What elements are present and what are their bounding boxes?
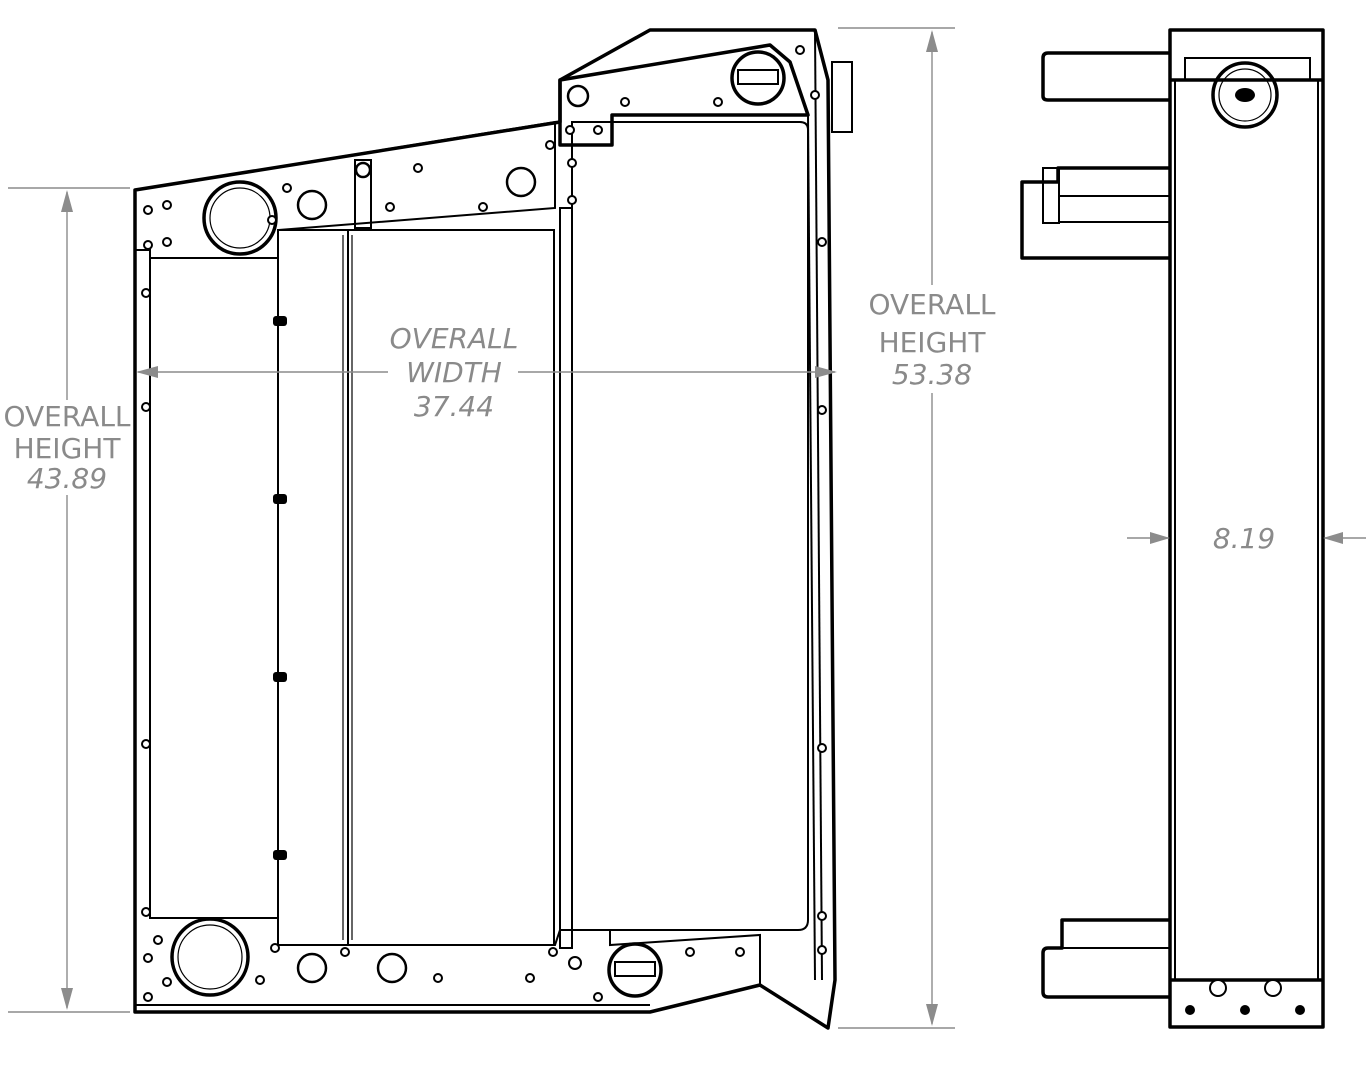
right-height-label-1: OVERALL — [868, 288, 995, 321]
stud — [354, 159, 372, 229]
mount-lug — [505, 166, 537, 198]
mount-lug — [376, 952, 408, 984]
width-label-1: OVERALL — [390, 322, 519, 355]
side-view — [1020, 28, 1325, 1029]
width-value: 37.44 — [414, 390, 494, 423]
tank-clips — [273, 316, 287, 860]
side-pipe-top — [1041, 51, 1170, 102]
bolt-holes — [141, 45, 827, 1002]
bottom-outlet-pipe — [170, 917, 250, 997]
core-divider — [559, 207, 573, 949]
side-top-cap-base — [1184, 57, 1311, 81]
mount-lug — [566, 84, 590, 108]
bottom-plate — [150, 917, 761, 985]
mount-lug — [296, 189, 328, 221]
left-height-label-2: HEIGHT — [14, 432, 122, 465]
side-pipe-mid — [1020, 166, 1170, 260]
side-tab — [831, 61, 853, 133]
left-height-dimension: OVERALL HEIGHT 43.89 — [3, 187, 131, 1013]
right-height-value: 53.38 — [892, 358, 972, 391]
left-height-label-1: OVERALL — [3, 400, 130, 433]
front-view-frame — [133, 28, 837, 1030]
right-core — [571, 121, 809, 931]
front-view — [133, 28, 853, 1030]
width-label-2: WIDTH — [406, 356, 502, 389]
top-cap — [730, 50, 786, 106]
side-bolt-holes — [1209, 979, 1282, 997]
bottom-cap — [607, 942, 663, 998]
width-dimension: OVERALL WIDTH 37.44 — [136, 322, 837, 423]
side-view-body — [1168, 28, 1325, 1029]
top-plate — [134, 120, 556, 259]
mount-lug — [296, 952, 328, 984]
left-height-value: 43.89 — [27, 462, 107, 495]
upper-bracket — [558, 43, 810, 147]
side-pipe-bottom — [1041, 918, 1170, 999]
side-filler-cap — [1211, 61, 1279, 129]
top-inlet-pipe — [202, 180, 278, 256]
right-height-label-2: HEIGHT — [879, 326, 987, 359]
left-tank — [149, 257, 279, 919]
depth-value: 8.19 — [1213, 522, 1275, 555]
right-height-dimension: OVERALL HEIGHT 53.38 — [838, 27, 996, 1029]
core-panel-1 — [277, 229, 349, 946]
depth-dimension: 8.19 — [1127, 522, 1366, 555]
